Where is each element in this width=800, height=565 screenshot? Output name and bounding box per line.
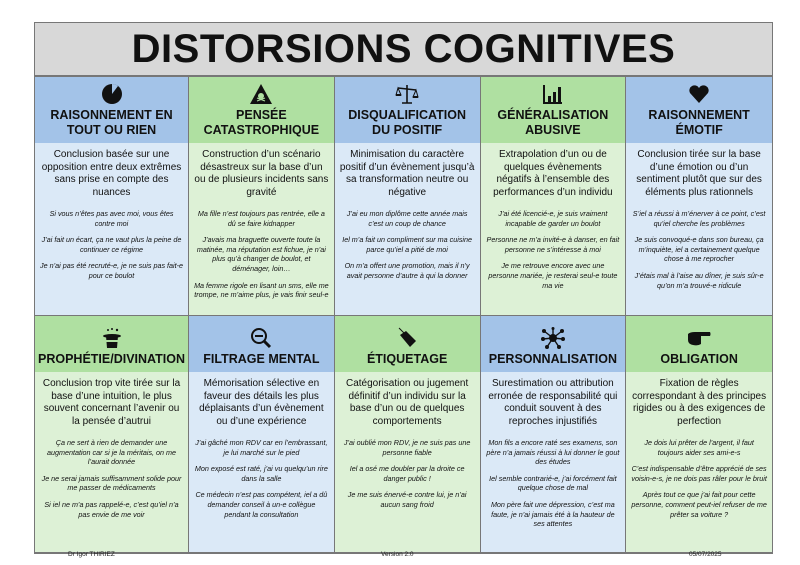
card-header: OBLIGATION [626,316,772,372]
card-example: S’iel a réussi à m’énerver à ce point, c… [632,209,766,228]
card-header: ÉTIQUETAGE [334,316,480,372]
footer-date: 05/07/2025 [689,551,722,558]
card-example: C’est indispensable d’être apprécié de s… [631,464,767,483]
card-header: PENSÉE CATASTROPHIQUE [189,77,334,143]
pointing-hand-icon [686,327,712,349]
card-body: Minimisation du caractère positif d’un é… [334,143,480,315]
card-header: RAISONNEMENT EN TOUT OU RIEN [35,77,189,143]
card-body: Extrapolation d’un ou de quelques évènem… [480,143,626,315]
card-header: GÉNÉRALISATION ABUSIVE [480,77,626,143]
page-title: DISTORSIONS COGNITIVES [34,22,773,76]
card-header: DISQUALIFICATION DU POSITIF [334,77,480,143]
card-definition: Extrapolation d’un ou de quelques évènem… [493,149,613,198]
card-body: Fixation de règles correspondant à des p… [626,372,772,552]
card-definition: Surestimation ou attribution erronée de … [488,378,618,427]
scales-icon [395,83,419,105]
card-example: J’ai été licencié-e, je suis vraiment in… [498,209,608,228]
distortion-card: PROPHÉTIE/DIVINATION Conclusion trop vite… [35,316,190,553]
footer-version: Version 2.0 [381,551,414,558]
card-header: PERSONNALISATION [480,316,626,372]
footer-author: Dr Igor THIRIEZ [68,551,115,558]
card-header: FILTRAGE MENTAL [189,316,334,372]
card-title: DISQUALIFICATION DU POSITIF [348,108,467,137]
card-title: GÉNÉRALISATION ABUSIVE [497,108,609,137]
card-title: ÉTIQUETAGE [366,352,448,366]
card-example: Je ne serai jamais suffisamment solide p… [41,473,182,493]
distortion-card: PENSÉE CATASTROPHIQUE Construction d’un s… [189,77,335,316]
card-example: J’ai oublié mon RDV, je ne suis pas une … [343,438,471,457]
skull-warning-icon [249,83,273,105]
card-example: Iel semble contrarié-e, j’ai forcément f… [489,473,617,493]
card-example: Ma femme rigole en lisant un sms, elle m… [194,280,329,300]
card-body: Catégorisation ou jugement définitif d’u… [334,372,480,552]
card-example: Mon exposé est raté, j’ai vu quelqu’un r… [194,464,328,483]
card-body: Conclusion tirée sur la base d’une émoti… [626,143,772,315]
card-definition: Conclusion trop vite tirée sur la base d… [42,378,181,427]
card-definition: Conclusion basée sur une opposition entr… [41,149,182,198]
card-definition: Minimisation du caractère positif d’un é… [339,149,475,198]
card-example: Si vous n’êtes pas avec moi, vous êtes c… [49,209,174,228]
card-title: RAISONNEMENT ÉMOTIF [648,108,750,137]
distortion-card: RAISONNEMENT EN TOUT OU RIEN Conclusion b… [35,77,190,316]
card-example: Après tout ce que j’ai fait pour cette p… [631,490,767,519]
card-example: Si iel ne m’a pas rappelé-e, c’est qu’ie… [44,499,179,519]
card-example: J’étais mal à l’aise au dîner, je suis s… [634,270,764,290]
distortion-card: FILTRAGE MENTAL Mémorisation sélective en… [189,316,335,553]
card-example: Iel a osé me doubler par la droite ce da… [349,464,465,483]
card-example: Personne ne m’a invité-e à danser, en fa… [486,235,620,254]
distortion-card: GÉNÉRALISATION ABUSIVE Extrapolation d’un… [480,77,627,316]
card-definition: Catégorisation ou jugement définitif d’u… [345,378,469,427]
pie-chart-icon [101,83,123,105]
card-definition: Construction d’un scénario désastreux su… [194,149,329,198]
card-title: PROPHÉTIE/DIVINATION [38,352,186,366]
distortion-card: DISQUALIFICATION DU POSITIF Minimisation … [334,77,481,316]
distortions-grid: RAISONNEMENT EN TOUT OU RIEN Conclusion b… [34,76,773,554]
card-example: Ma fille n’est toujours pas rentrée, ell… [197,209,325,228]
card-example: Je suis convoqué-e dans son bureau, ça m… [634,235,764,264]
card-body: Conclusion basée sur une opposition entr… [35,143,189,315]
card-example: Je me retrouve encore avec une personne … [488,261,618,290]
card-header: RAISONNEMENT ÉMOTIF [626,77,772,143]
card-example: Je dois lui prêter de l’argent, il faut … [644,438,754,457]
card-definition: Conclusion tirée sur la base d’une émoti… [636,149,762,198]
card-example: Je me suis énervé-e contre lui, je n’ai … [347,490,467,509]
card-definition: Mémorisation sélective en faveur des dét… [199,378,324,427]
distortion-card: OBLIGATION Fixation de règles corresponda… [626,316,772,553]
distortion-card: ÉTIQUETAGE Catégorisation ou jugement déf… [334,316,481,553]
card-example: Ce médecin n’est pas compétent, iel a dû… [195,490,328,519]
card-example: Ça ne sert à rien de demander une augmen… [46,438,177,467]
card-title: PERSONNALISATION [488,352,617,366]
card-body: Surestimation ou attribution erronée de … [480,372,626,552]
card-title: RAISONNEMENT EN TOUT OU RIEN [50,108,173,137]
network-icon [540,327,565,349]
card-title: PENSÉE CATASTROPHIQUE [203,108,320,137]
distortion-card: PERSONNALISATION Surestimation ou attribu… [480,316,627,553]
bar-chart-icon [542,83,564,105]
card-body: Construction d’un scénario désastreux su… [189,143,334,315]
card-example: Mon fils a encore raté ses examens, son … [486,438,620,467]
magic-hat-icon [101,327,123,349]
heart-icon [688,83,710,105]
card-definition: Fixation de règles correspondant à des p… [632,378,767,427]
card-example: J’ai eu mon diplôme cette année mais c’e… [346,209,468,228]
card-body: Conclusion trop vite tirée sur la base d… [35,372,189,552]
card-header: PROPHÉTIE/DIVINATION [35,316,189,372]
distortion-card: RAISONNEMENT ÉMOTIF Conclusion tirée sur … [626,77,772,316]
card-example: J’ai fait un écart, ça ne vaut plus la p… [41,235,182,254]
card-title: FILTRAGE MENTAL [203,352,320,366]
card-example: J’ai gâché mon RDV car en l’embrassant, … [195,438,328,457]
card-example: Je n’ai pas été recruté-e, je ne suis pa… [40,261,184,280]
card-example: J’avais ma braguette ouverte toute la ma… [196,235,326,273]
card-title: OBLIGATION [660,352,738,366]
card-body: Mémorisation sélective en faveur des dét… [189,372,334,552]
card-example: On m’a offert une promotion, mais il n’y… [344,261,470,280]
card-example: Iel m’a fait un compliment sur ma cuisin… [342,235,473,254]
card-example: Mon père fait une dépression, c’est ma f… [490,499,615,529]
zoom-out-icon [250,327,272,349]
tag-icon [396,327,418,349]
